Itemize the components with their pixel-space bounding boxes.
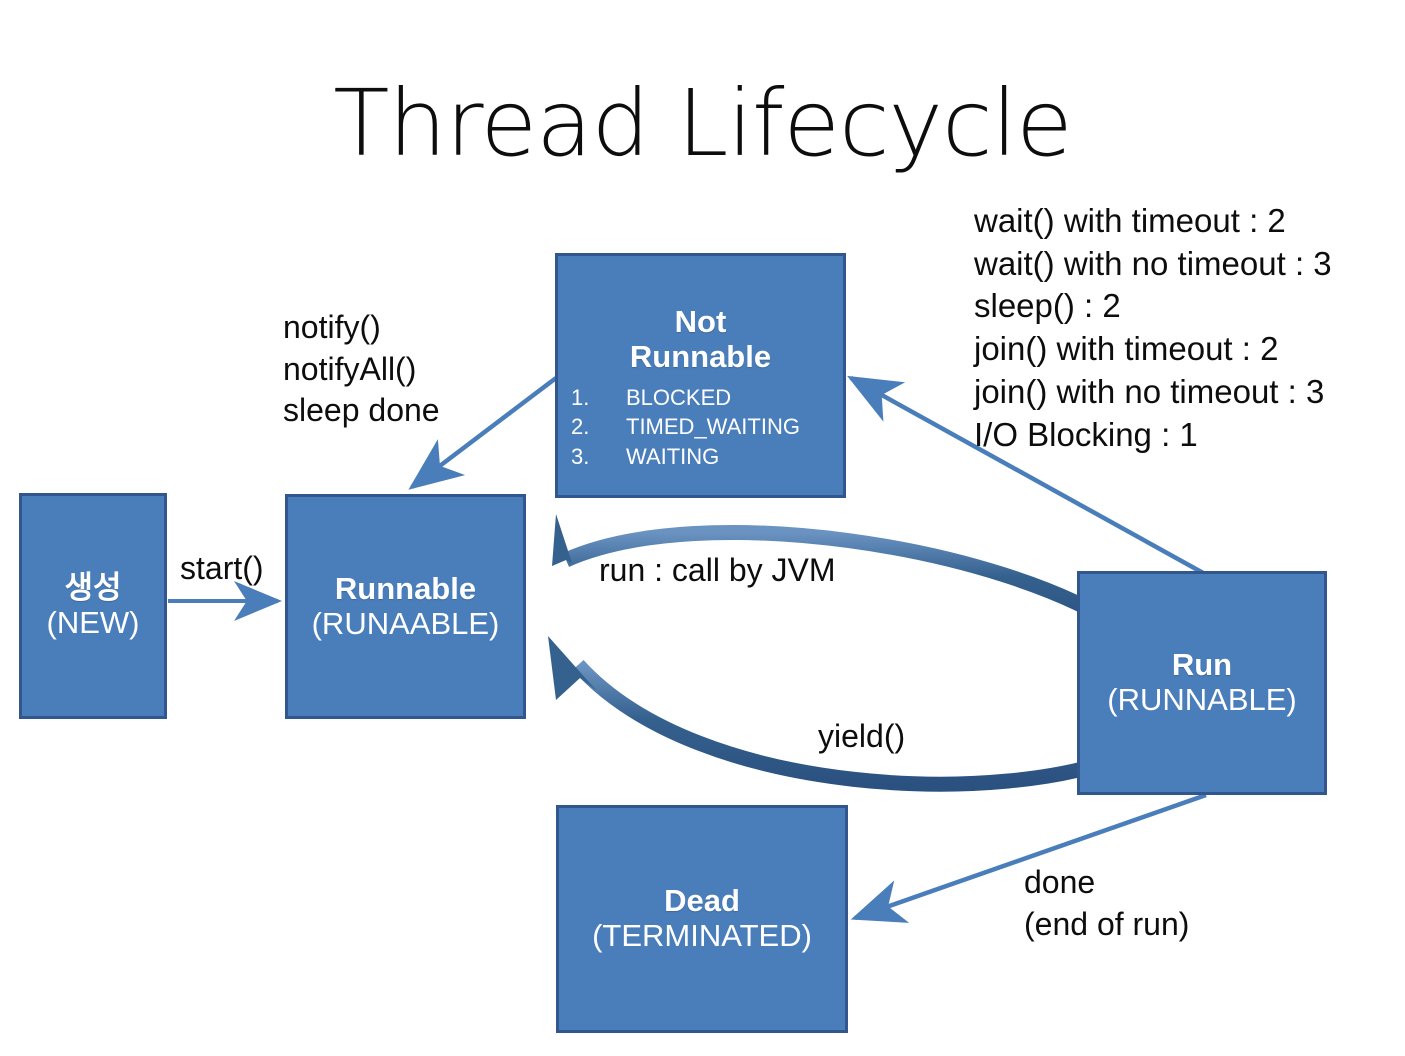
- arrow-yield: [548, 636, 1128, 792]
- list-item-number: 1.: [571, 385, 590, 411]
- state-box-dead[interactable]: Dead (TERMINATED): [556, 805, 848, 1033]
- transition-label-run-jvm: run : call by JVM: [599, 552, 836, 588]
- state-run-subtitle: (RUNNABLE): [1107, 682, 1297, 717]
- list-item: 1. BLOCKED: [558, 383, 843, 412]
- state-box-run[interactable]: Run (RUNNABLE): [1077, 571, 1327, 795]
- state-new-subtitle: (NEW): [46, 605, 140, 640]
- list-item: 3. WAITING: [558, 442, 843, 471]
- list-item-label: BLOCKED: [626, 385, 732, 411]
- list-item: 2. TIMED_WAITING: [558, 412, 843, 441]
- state-not-runnable-title: Not Runnable: [558, 304, 843, 374]
- transition-label-start: start(): [180, 550, 264, 586]
- list-item-number: 3.: [571, 443, 590, 469]
- state-box-not-runnable[interactable]: Not Runnable 1. BLOCKED 2. TIMED_WAITING…: [555, 253, 846, 498]
- list-item-label: WAITING: [626, 443, 720, 469]
- state-runnable-subtitle: (RUNAABLE): [311, 605, 500, 641]
- state-box-new[interactable]: 생성 (NEW): [19, 493, 167, 719]
- state-not-runnable-title-line2: Runnable: [629, 338, 772, 374]
- transition-label-blocking-causes: wait() with timeout : 2 wait() with no t…: [974, 202, 1332, 453]
- transition-label-notify: notify() notifyAll() sleep done: [283, 309, 440, 429]
- state-dead-title: Dead: [664, 883, 740, 919]
- state-new-title: 생성: [64, 570, 122, 606]
- state-runnable-title: Runnable: [334, 570, 477, 606]
- transition-label-done: done (end of run): [1024, 864, 1190, 942]
- state-box-runnable[interactable]: Runnable (RUNAABLE): [285, 494, 526, 719]
- not-runnable-state-list: 1. BLOCKED 2. TIMED_WAITING 3. WAITING: [558, 383, 843, 470]
- transition-label-yield: yield(): [818, 718, 906, 754]
- state-not-runnable-title-line1: Not: [674, 304, 727, 339]
- state-dead-subtitle: (TERMINATED): [592, 918, 812, 953]
- state-run-title: Run: [1171, 647, 1233, 683]
- list-item-label: TIMED_WAITING: [626, 414, 800, 440]
- list-item-number: 2.: [571, 414, 590, 440]
- page-title: Thread Lifecycle: [333, 70, 1073, 177]
